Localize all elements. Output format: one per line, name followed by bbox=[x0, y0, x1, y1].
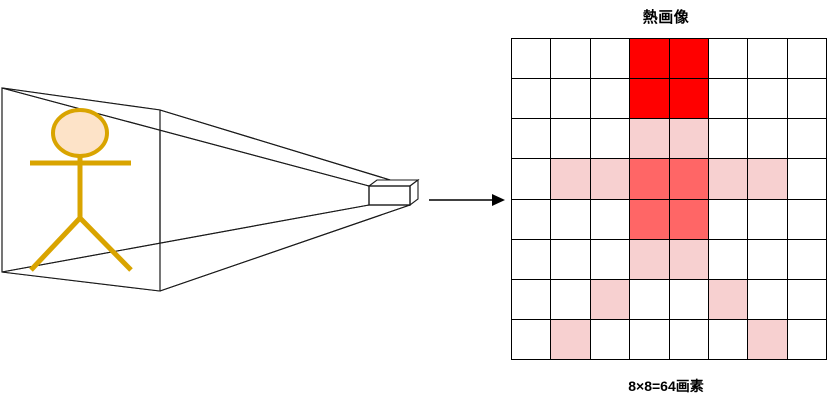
pixel-cell bbox=[748, 199, 788, 240]
pixel-cell bbox=[669, 39, 709, 80]
grid-caption: 8×8=64画素 bbox=[628, 378, 704, 394]
pixel-cell bbox=[590, 39, 631, 80]
pixel-grid-wrap bbox=[511, 38, 827, 360]
pixel-cell bbox=[551, 79, 591, 120]
pixel-cell bbox=[708, 199, 749, 240]
pixel-cell bbox=[708, 79, 749, 120]
pixel-cell bbox=[551, 119, 591, 160]
pixel-cell bbox=[630, 239, 670, 280]
pixel-cell bbox=[708, 119, 749, 160]
pixel-cell bbox=[787, 159, 827, 200]
pixel-cell bbox=[669, 319, 709, 360]
pixel-cell bbox=[630, 79, 670, 120]
pixel-cell bbox=[630, 199, 670, 240]
pixel-cell bbox=[512, 159, 552, 200]
pixel-cell bbox=[551, 159, 591, 200]
pixel-cell bbox=[630, 319, 670, 360]
pixel-cell bbox=[787, 79, 827, 120]
pixel-cell bbox=[708, 319, 749, 360]
stick-figure-left-leg bbox=[29, 216, 82, 272]
pixel-cell bbox=[669, 79, 709, 120]
pixel-cell bbox=[708, 239, 749, 280]
pixel-cell bbox=[551, 239, 591, 280]
pixel-cell bbox=[590, 239, 631, 280]
pixel-cell bbox=[512, 199, 552, 240]
pixel-cell bbox=[590, 159, 631, 200]
pixel-cell bbox=[787, 39, 827, 80]
pixel-cell bbox=[669, 239, 709, 280]
pixel-cell bbox=[512, 239, 552, 280]
pixel-cell bbox=[512, 319, 552, 360]
pixel-cell bbox=[748, 239, 788, 280]
pixel-cell bbox=[708, 279, 749, 320]
thermal-image-panel: 熱画像 8×8=64画素 bbox=[505, 0, 832, 420]
pixel-cell bbox=[512, 79, 552, 120]
stick-figure-right-leg bbox=[78, 216, 133, 272]
pixel-cell bbox=[787, 119, 827, 160]
pixel-cell bbox=[551, 279, 591, 320]
pixel-cell bbox=[630, 39, 670, 80]
frustum-edge-bottom-inner bbox=[159, 204, 411, 292]
frustum-edge-top-outer bbox=[1, 87, 370, 187]
pixel-cell bbox=[590, 199, 631, 240]
pixel-cell bbox=[748, 159, 788, 200]
pixel-cell bbox=[551, 199, 591, 240]
pixel-cell bbox=[590, 319, 631, 360]
pixel-cell bbox=[669, 159, 709, 200]
pixel-cell bbox=[590, 79, 631, 120]
pixel-cell bbox=[787, 319, 827, 360]
pixel-cell bbox=[512, 39, 552, 80]
pixel-cell bbox=[787, 279, 827, 320]
pixel-cell bbox=[630, 159, 670, 200]
pixel-cell bbox=[748, 319, 788, 360]
pixel-cell bbox=[512, 279, 552, 320]
pixel-cell bbox=[551, 319, 591, 360]
pixel-cell bbox=[630, 279, 670, 320]
pixel-cell bbox=[669, 119, 709, 160]
pixel-cell bbox=[590, 279, 631, 320]
pixel-cell bbox=[748, 79, 788, 120]
pixel-grid bbox=[511, 38, 827, 360]
page-title: 熱画像 bbox=[642, 9, 690, 26]
pixel-cell bbox=[748, 279, 788, 320]
pixel-cell bbox=[669, 199, 709, 240]
frustum-edge-bottom-outer bbox=[1, 204, 370, 273]
pixel-cell bbox=[551, 39, 591, 80]
pixel-cell bbox=[748, 39, 788, 80]
pixel-cell bbox=[512, 119, 552, 160]
stick-figure-head bbox=[51, 108, 109, 158]
pixel-cell bbox=[787, 239, 827, 280]
pixel-cell bbox=[590, 119, 631, 160]
pixel-cell bbox=[787, 199, 827, 240]
pixel-cell bbox=[708, 159, 749, 200]
pixel-cell bbox=[748, 119, 788, 160]
thermal-camera-sensor-front bbox=[368, 185, 411, 206]
camera-scene bbox=[1, 87, 505, 292]
flow-arrow-head bbox=[492, 194, 505, 206]
pixel-cell bbox=[708, 39, 749, 80]
pixel-cell bbox=[669, 279, 709, 320]
pixel-cell bbox=[630, 119, 670, 160]
frustum-edge-top-inner bbox=[159, 109, 411, 187]
